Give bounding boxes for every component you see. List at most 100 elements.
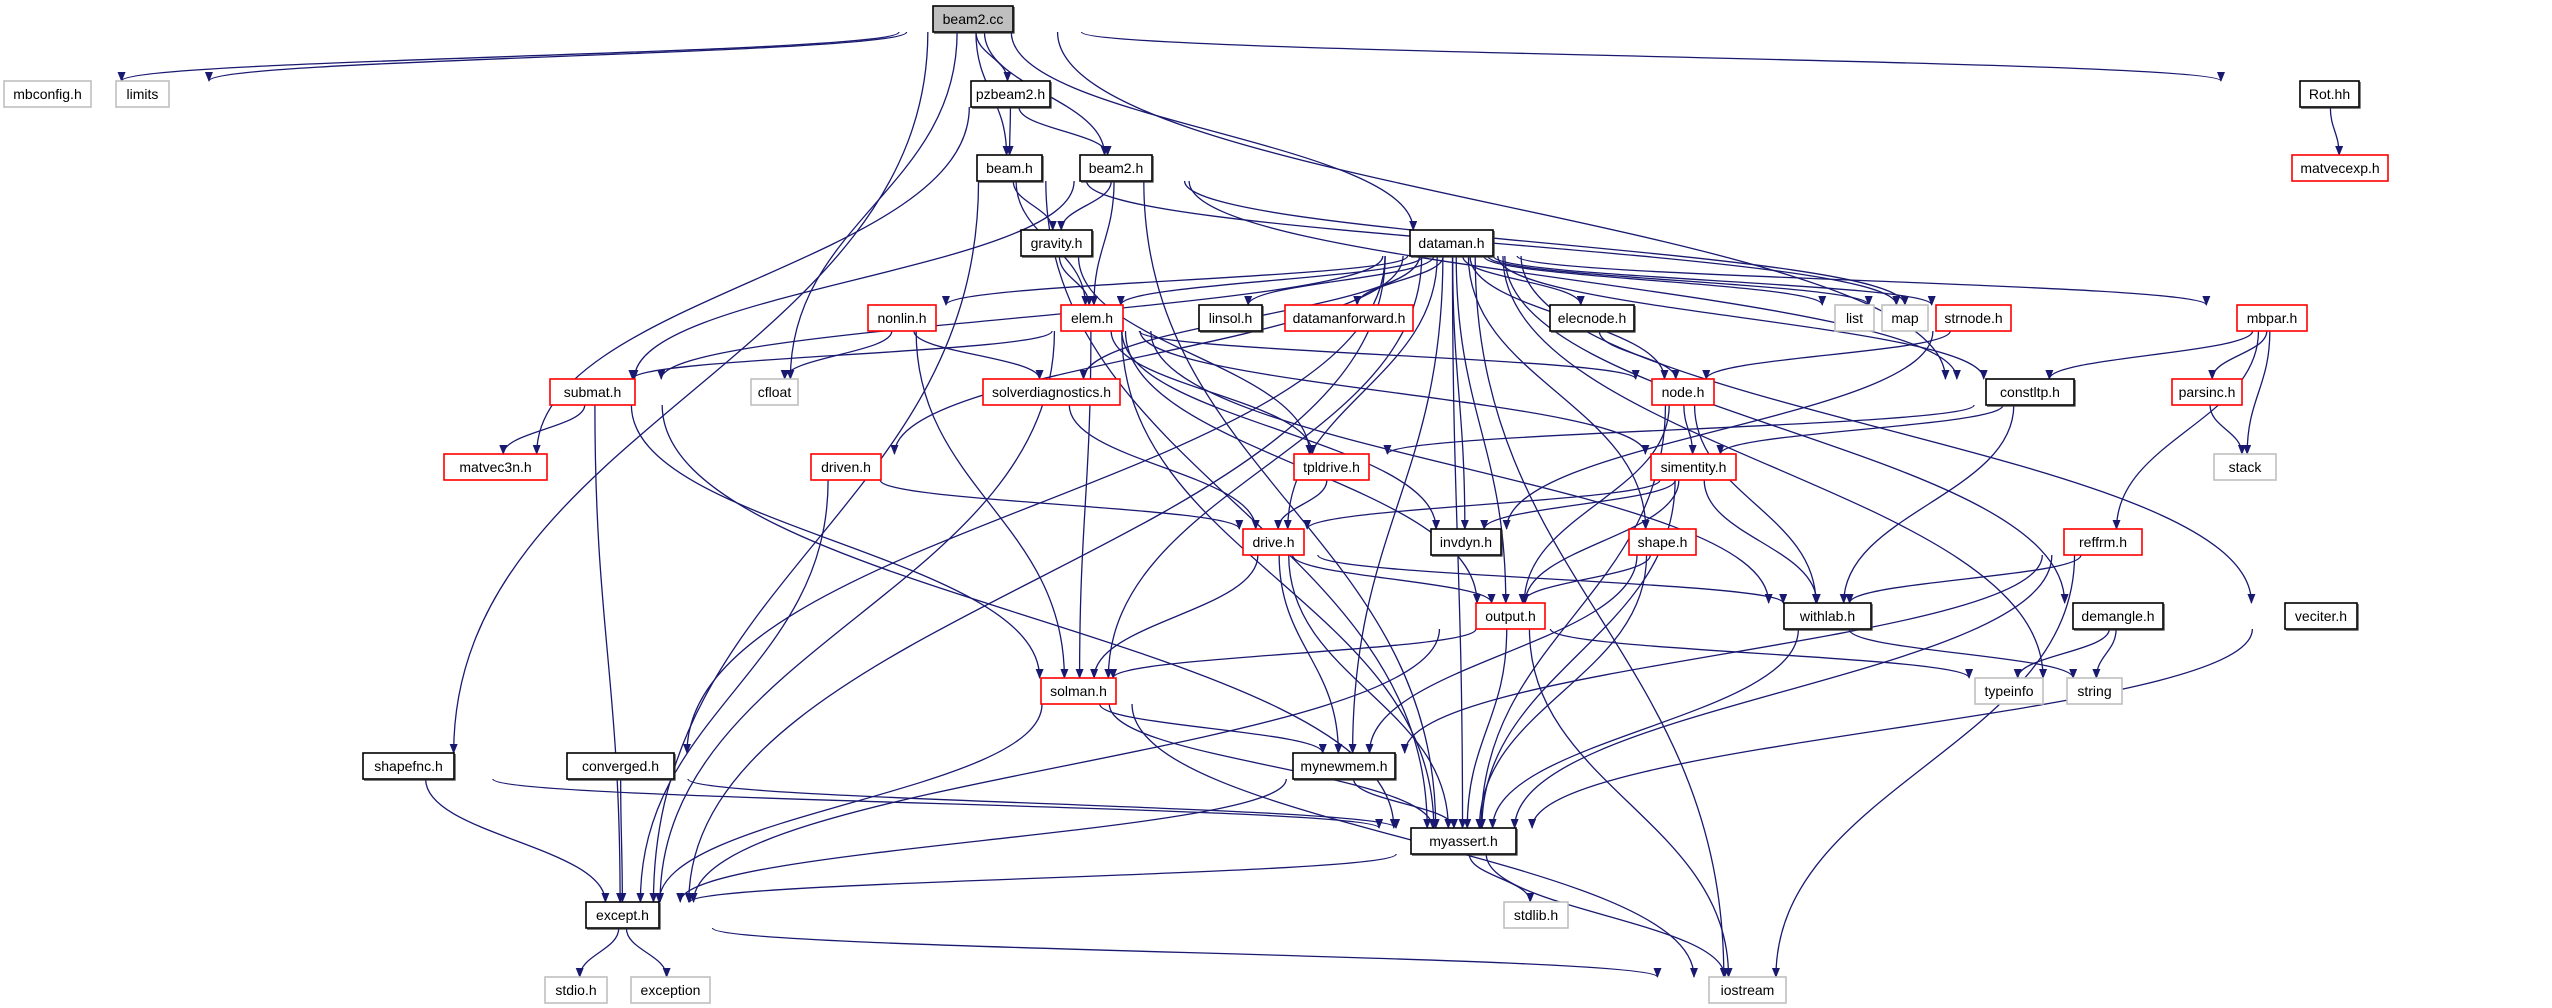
node-parsinc-h[interactable]: parsinc.h bbox=[2171, 378, 2243, 406]
edge-elem-h-to-node-h bbox=[1138, 330, 1640, 380]
edge-constltp-h-to-simentity-h bbox=[1716, 404, 2004, 455]
node-shapefnc-h[interactable]: shapefnc.h bbox=[362, 752, 456, 781]
node-node-h[interactable]: node.h bbox=[1651, 378, 1715, 406]
edge-beam2-cc-to-rot-hh bbox=[1080, 31, 2225, 82]
edge-elem-h-to-submat-h bbox=[628, 330, 1053, 380]
node-tpldrive-h[interactable]: tpldrive.h bbox=[1293, 453, 1370, 481]
edge-driven-h-to-except-h bbox=[636, 479, 829, 903]
edge-beam2-cc-to-limits bbox=[205, 31, 908, 82]
node-label: iostream bbox=[1721, 982, 1775, 998]
edge-demangle-h-to-typeinfo bbox=[2013, 628, 2110, 679]
node-box bbox=[2171, 378, 2243, 406]
node-pzbeam2-h[interactable]: pzbeam2.h bbox=[970, 80, 1052, 109]
edge-veciter-h-to-myassert-h bbox=[1528, 628, 2254, 829]
node-label: veciter.h bbox=[2295, 608, 2347, 624]
node-box bbox=[1292, 752, 1396, 780]
node-box bbox=[1651, 378, 1715, 406]
node-matvec3n-h[interactable]: matvec3n.h bbox=[443, 453, 548, 481]
node-box bbox=[2066, 677, 2123, 705]
node-veciter-h[interactable]: veciter.h bbox=[2284, 602, 2359, 631]
node-box bbox=[443, 453, 548, 481]
node-beam2-cc[interactable]: beam2.cc bbox=[932, 5, 1015, 34]
edge-shape-h-to-output-h bbox=[1518, 554, 1651, 604]
edge-tpldrive-h-to-drive-h bbox=[1274, 479, 1328, 530]
node-shadow bbox=[2074, 604, 2165, 631]
node-withlab-h[interactable]: withlab.h bbox=[1783, 602, 1873, 631]
node-label: limits bbox=[127, 86, 159, 102]
edge-beam2-h-to-gravity-h bbox=[1057, 180, 1112, 231]
node-box bbox=[3, 80, 92, 108]
node-submat-h[interactable]: submat.h bbox=[549, 378, 636, 406]
node-linsol-h[interactable]: linsol.h bbox=[1198, 304, 1264, 333]
node-constltp-h[interactable]: constltp.h bbox=[1985, 378, 2076, 407]
node-label: drive.h bbox=[1252, 534, 1294, 550]
edge-nonlin-h-to-solverdiagnostics-h bbox=[913, 330, 1044, 380]
edge-simentity-h-to-output-h bbox=[1521, 479, 1680, 604]
node-rot-hh[interactable]: Rot.hh bbox=[2299, 80, 2361, 109]
node-converged-h[interactable]: converged.h bbox=[566, 752, 676, 781]
node-solverdiagnostics-h[interactable]: solverdiagnostics.h bbox=[982, 378, 1121, 406]
edge-solman-h-to-mynewmem-h bbox=[1099, 703, 1327, 754]
node-elem-h[interactable]: elem.h bbox=[1060, 304, 1124, 332]
node-beam-h[interactable]: beam.h bbox=[976, 154, 1044, 183]
node-beam2-h[interactable]: beam2.h bbox=[1079, 154, 1154, 183]
node-output-h[interactable]: output.h bbox=[1475, 602, 1546, 630]
node-label: stack bbox=[2229, 459, 2263, 475]
node-box bbox=[1242, 528, 1305, 556]
edge-beam2-cc-to-cfloat bbox=[786, 31, 958, 380]
edge-beam2-h-to-submat-h bbox=[630, 180, 1075, 380]
node-matvecexp-h[interactable]: matvecexp.h bbox=[2291, 154, 2389, 182]
node-label: mbconfig.h bbox=[13, 86, 81, 102]
node-datamanforward-h[interactable]: datamanforward.h bbox=[1284, 304, 1414, 332]
node-elecnode-h[interactable]: elecnode.h bbox=[1549, 304, 1636, 333]
node-list: list bbox=[1834, 304, 1875, 332]
node-invdyn-h[interactable]: invdyn.h bbox=[1430, 528, 1503, 557]
edge-dataman-h-to-string bbox=[1502, 255, 2048, 679]
node-gravity-h[interactable]: gravity.h bbox=[1020, 229, 1094, 258]
node-shadow bbox=[1411, 231, 1495, 258]
edge-dataman-h-to-elem-h bbox=[1116, 255, 1424, 306]
node-box bbox=[1935, 304, 2012, 332]
node-strnode-h[interactable]: strnode.h bbox=[1935, 304, 2012, 332]
node-box bbox=[1079, 154, 1153, 182]
node-drive-h[interactable]: drive.h bbox=[1242, 528, 1305, 556]
edge-elem-h-to-invdyn-h bbox=[1121, 330, 1441, 530]
node-simentity-h[interactable]: simentity.h bbox=[1650, 453, 1737, 481]
edge-myassert-h-to-iostream bbox=[1485, 853, 1729, 978]
node-mynewmem-h[interactable]: mynewmem.h bbox=[1292, 752, 1397, 781]
node-myassert-h[interactable]: myassert.h bbox=[1410, 827, 1518, 856]
node-box bbox=[1549, 304, 1635, 332]
node-label: stdlib.h bbox=[1514, 907, 1558, 923]
node-label: mbpar.h bbox=[2247, 310, 2298, 326]
node-label: simentity.h bbox=[1661, 459, 1727, 475]
edge-except-h-to-exception bbox=[625, 927, 671, 978]
edge-pzbeam2-h-to-beam2-h bbox=[1018, 106, 1112, 156]
node-except-h[interactable]: except.h bbox=[585, 901, 661, 930]
node-exception: exception bbox=[630, 976, 711, 1004]
edge-dataman-h-to-drive-h bbox=[1283, 255, 1438, 530]
edge-node-h-to-withlab-h bbox=[1693, 404, 1820, 604]
node-demangle-h[interactable]: demangle.h bbox=[2072, 602, 2165, 631]
edge-reffrm-h-to-mynewmem-h bbox=[1400, 554, 2043, 754]
node-mbpar-h[interactable]: mbpar.h bbox=[2236, 304, 2308, 332]
node-label: gravity.h bbox=[1031, 235, 1083, 251]
node-label: solman.h bbox=[1050, 683, 1107, 699]
node-solman-h[interactable]: solman.h bbox=[1040, 677, 1117, 705]
node-box bbox=[970, 80, 1051, 108]
node-box bbox=[1783, 602, 1872, 630]
node-shape-h[interactable]: shape.h bbox=[1628, 528, 1697, 556]
edge-dataman-h-to-strnode-h bbox=[1492, 255, 1936, 306]
node-dataman-h[interactable]: dataman.h bbox=[1409, 229, 1495, 258]
edge-dataman-h-to-iostream bbox=[1474, 255, 1728, 978]
node-reffrm-h[interactable]: reffrm.h bbox=[2063, 528, 2143, 556]
node-label: dataman.h bbox=[1418, 235, 1484, 251]
node-label: Rot.hh bbox=[2309, 86, 2350, 102]
node-box bbox=[566, 752, 675, 780]
node-nonlin-h[interactable]: nonlin.h bbox=[867, 304, 937, 332]
node-box bbox=[976, 154, 1043, 182]
edge-output-h-to-except-h bbox=[689, 628, 1441, 903]
node-driven-h[interactable]: driven.h bbox=[810, 453, 882, 481]
edge-simentity-h-to-drive-h bbox=[1303, 479, 1661, 530]
node-label: solverdiagnostics.h bbox=[992, 384, 1111, 400]
edge-shape-h-to-myassert-h bbox=[1475, 554, 1648, 829]
